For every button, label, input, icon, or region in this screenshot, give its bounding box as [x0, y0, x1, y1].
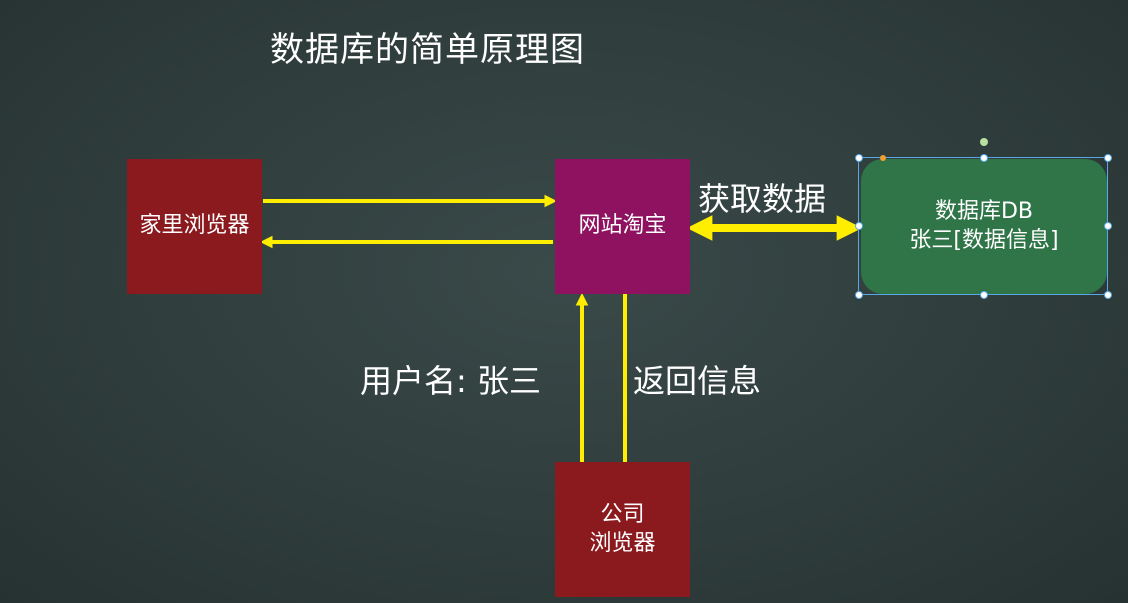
fetch-data-label: 获取数据 [698, 180, 827, 218]
resize-handle-bottom-right[interactable] [1104, 291, 1112, 299]
resize-handle-right[interactable] [1104, 222, 1112, 230]
resize-handle-top-right[interactable] [1104, 154, 1112, 162]
diagram-title: 数据库的简单原理图 [270, 30, 585, 70]
company-browser-label-line1: 公司 [600, 501, 645, 527]
return-info-label: 返回信息 [633, 362, 762, 400]
username-label: 用户名: 张三 [360, 362, 541, 400]
resize-handle-left[interactable] [855, 222, 863, 230]
rotate-handle[interactable] [980, 138, 988, 146]
company-browser-label-line2: 浏览器 [589, 530, 656, 556]
database-label-line1: 数据库DB [934, 198, 1034, 224]
resize-handle-bottom-left[interactable] [855, 291, 863, 299]
database-node[interactable]: 数据库DB 张三[数据信息] [861, 159, 1107, 294]
resize-handle-top-left[interactable] [855, 154, 863, 162]
resize-handle-top[interactable] [980, 154, 988, 162]
home-browser-label: 家里浏览器 [139, 213, 250, 239]
resize-handle-bottom[interactable] [980, 291, 988, 299]
home-browser-node: 家里浏览器 [127, 159, 262, 294]
adjust-handle[interactable] [880, 155, 886, 161]
company-browser-node: 公司 浏览器 [555, 462, 690, 597]
database-label-line2: 张三[数据信息] [909, 227, 1059, 253]
website-label: 网站淘宝 [578, 213, 667, 239]
website-node: 网站淘宝 [555, 159, 690, 294]
